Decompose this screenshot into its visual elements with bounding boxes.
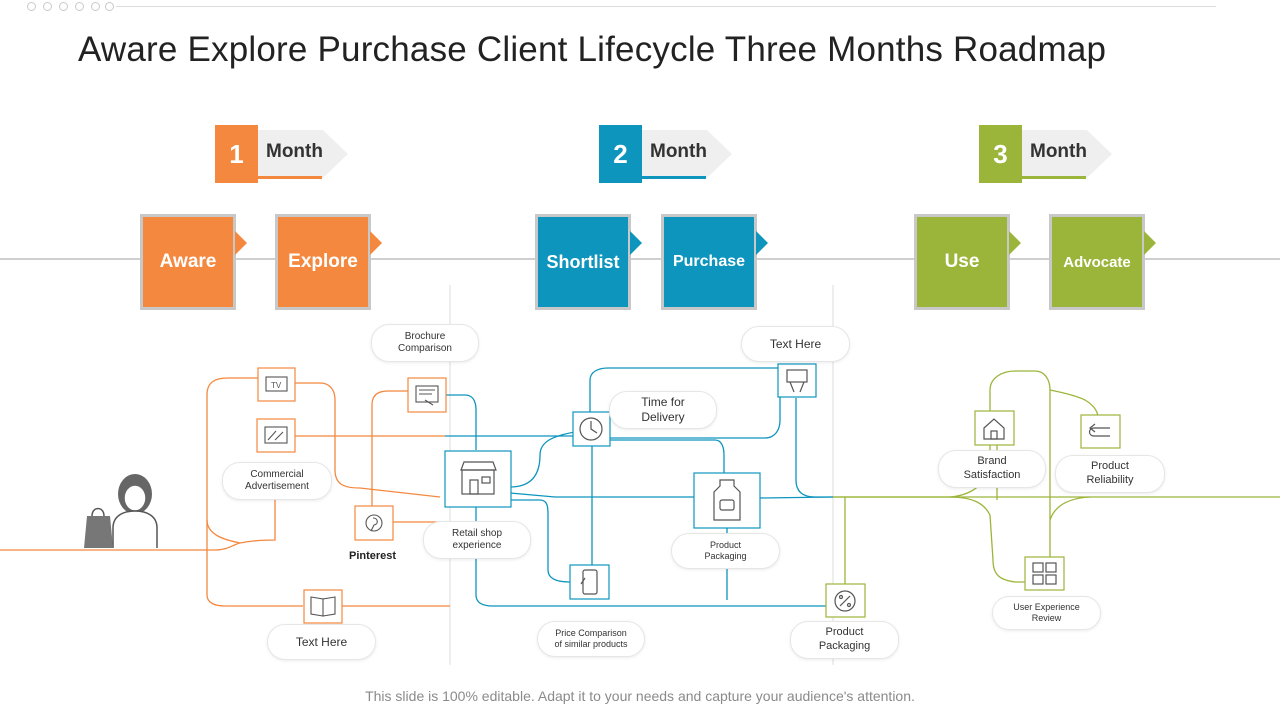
stage-arrow bbox=[756, 231, 768, 255]
shopper-icon bbox=[84, 474, 158, 548]
dot bbox=[75, 2, 84, 11]
stage-label: Explore bbox=[278, 217, 368, 307]
month-underline bbox=[642, 176, 706, 179]
stage-aware: Aware bbox=[140, 214, 247, 310]
node-product-packaging-mid: Product Packaging bbox=[671, 533, 780, 569]
node-text-top: Text Here bbox=[741, 326, 850, 362]
svg-text:TV: TV bbox=[271, 381, 282, 390]
house-icon bbox=[974, 410, 1015, 446]
node-brochure-comparison: Brochure Comparison bbox=[371, 324, 479, 362]
blue-paths bbox=[445, 367, 834, 607]
dot bbox=[59, 2, 68, 11]
month-number: 1 bbox=[215, 125, 258, 183]
node-label: Brand Satisfaction bbox=[963, 455, 1021, 481]
node-commercial-advertisement: Commercial Advertisement bbox=[222, 462, 332, 500]
orange-paths bbox=[0, 377, 450, 607]
node-label: Product Packaging bbox=[818, 626, 871, 652]
review-icon bbox=[1024, 556, 1065, 591]
node-retail-shop-experience: Retail shop experience bbox=[423, 521, 531, 559]
stage-arrow bbox=[235, 231, 247, 255]
stage-label: Advocate bbox=[1052, 217, 1142, 307]
stage-arrow bbox=[370, 231, 382, 255]
node-label: Product Packaging bbox=[704, 539, 747, 561]
stage-purchase: Purchase bbox=[661, 214, 768, 310]
month-number: 2 bbox=[599, 125, 642, 183]
node-label: Retail shop experience bbox=[451, 527, 503, 552]
phone-icon bbox=[569, 564, 610, 600]
node-price-comparison: Price Comparison of similar products bbox=[537, 621, 645, 657]
month-label: Month bbox=[1030, 141, 1087, 162]
month-label: Month bbox=[266, 141, 323, 162]
shop-icon bbox=[444, 450, 512, 508]
stage-advocate: Advocate bbox=[1049, 214, 1156, 310]
stage-shortlist: Shortlist bbox=[535, 214, 642, 310]
dot bbox=[91, 2, 100, 11]
node-label: User Experience Review bbox=[1013, 601, 1080, 623]
node-label: Price Comparison of similar products bbox=[554, 627, 628, 649]
stage-use: Use bbox=[914, 214, 1021, 310]
page-title: Aware Explore Purchase Client Lifecycle … bbox=[78, 30, 1107, 69]
node-text-bottom: Text Here bbox=[267, 624, 376, 660]
stage-arrow bbox=[630, 231, 642, 255]
top-decoration bbox=[0, 0, 1280, 14]
node-label: Text Here bbox=[295, 634, 348, 649]
node-label: Brochure Comparison bbox=[398, 330, 452, 355]
node-user-experience-review: User Experience Review bbox=[992, 596, 1101, 630]
node-label: Product Reliability bbox=[1086, 460, 1134, 486]
stage-label: Shortlist bbox=[538, 217, 628, 307]
return-icon bbox=[1080, 414, 1121, 449]
month-underline bbox=[1022, 176, 1086, 179]
dot bbox=[43, 2, 52, 11]
tv-icon bbox=[257, 367, 296, 402]
node-label: Text Here bbox=[769, 336, 822, 351]
stage-arrow bbox=[1144, 231, 1156, 255]
top-rule bbox=[116, 6, 1216, 7]
advertisement-icon bbox=[256, 418, 296, 453]
brochure-icon bbox=[407, 377, 447, 413]
stage-label: Purchase bbox=[664, 217, 754, 307]
node-label: Commercial Advertisement bbox=[245, 468, 309, 493]
node-time-for-delivery: Time for Delivery bbox=[609, 391, 717, 429]
month-underline bbox=[258, 176, 322, 179]
payment-icon bbox=[777, 363, 817, 398]
pinterest-icon bbox=[354, 505, 394, 541]
dot bbox=[27, 2, 36, 11]
node-label: Time for Delivery bbox=[641, 395, 685, 424]
node-product-packaging-low: Product Packaging bbox=[790, 621, 899, 659]
node-brand-satisfaction: Brand Satisfaction bbox=[938, 450, 1046, 488]
node-product-reliability: Product Reliability bbox=[1055, 455, 1165, 493]
month-number: 3 bbox=[979, 125, 1022, 183]
stage-arrow bbox=[1009, 231, 1021, 255]
footer-note: This slide is 100% editable. Adapt it to… bbox=[365, 688, 915, 704]
stage-label: Aware bbox=[143, 217, 233, 307]
node-pinterest: Pinterest bbox=[349, 550, 397, 562]
green-paths bbox=[833, 370, 1280, 584]
stage-label: Use bbox=[917, 217, 1007, 307]
stage-explore: Explore bbox=[275, 214, 382, 310]
month-label: Month bbox=[650, 141, 707, 162]
dot bbox=[105, 2, 114, 11]
